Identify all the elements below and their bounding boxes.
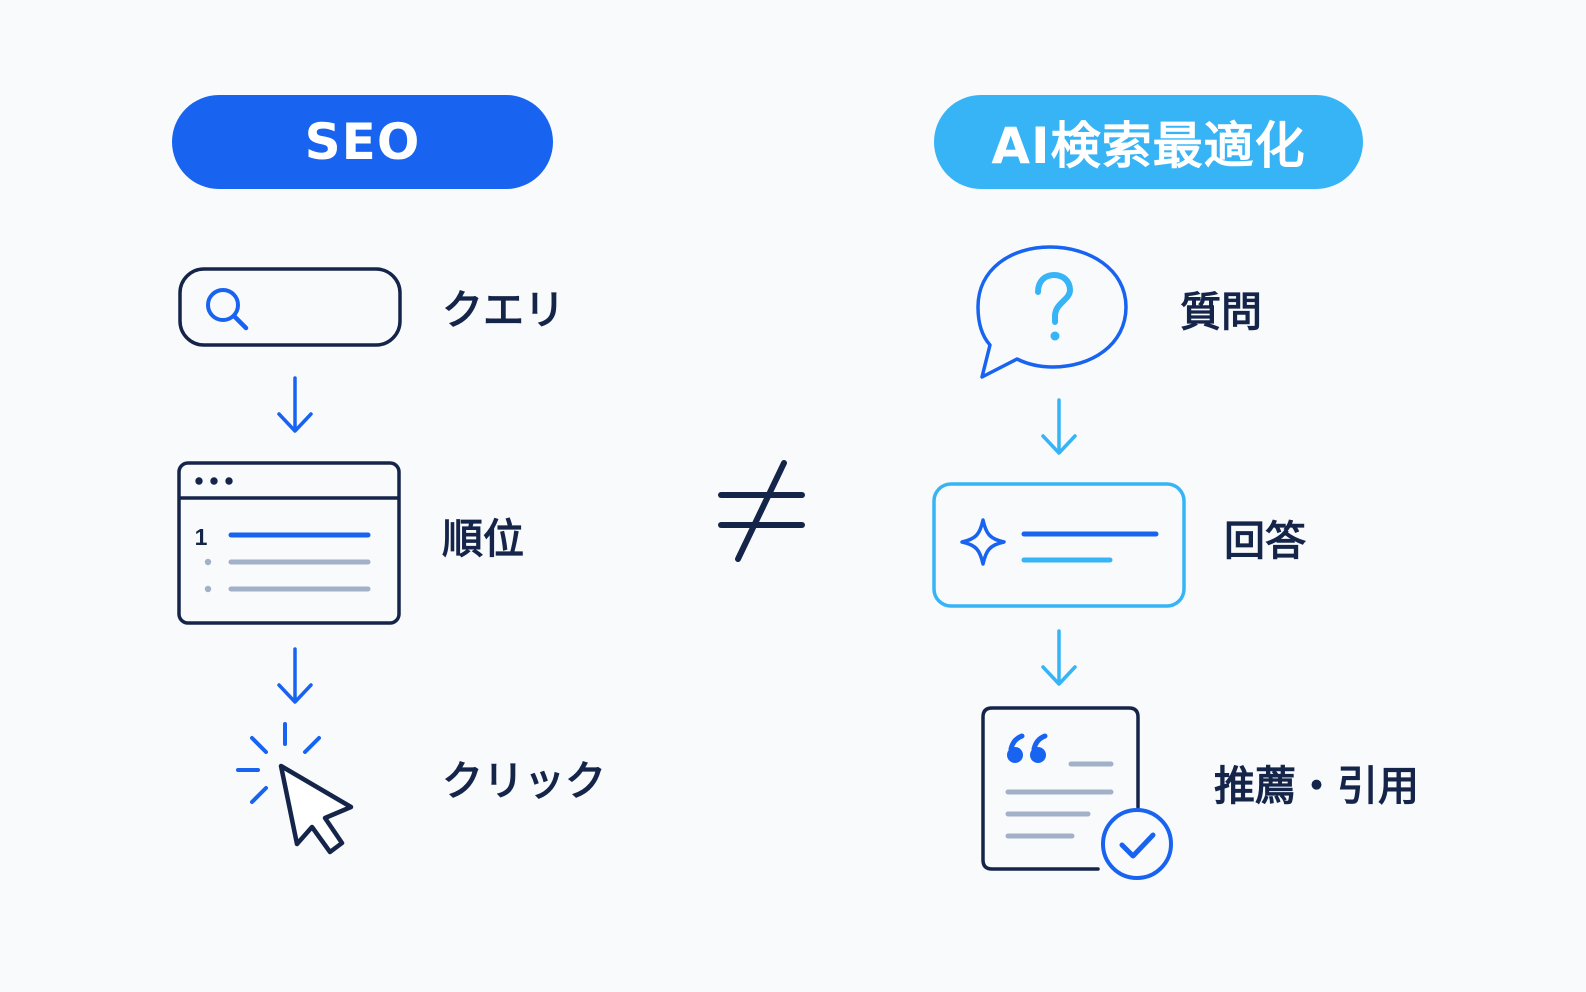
arrow-down-icon xyxy=(275,647,315,707)
cursor-click-icon xyxy=(230,720,370,865)
question-speech-bubble-icon xyxy=(975,244,1135,384)
quote-document-check-icon xyxy=(978,703,1178,885)
step-question-label: 質問 xyxy=(1180,288,1262,336)
ai-search-title: AI検索最適化 xyxy=(991,117,1306,175)
arrow-down-icon xyxy=(275,376,315,436)
ai-search-title-pill: AI検索最適化 xyxy=(934,95,1363,189)
ai-answer-card-icon xyxy=(932,482,1188,610)
arrow-down-icon xyxy=(1039,629,1079,689)
step-click-label: クリック xyxy=(442,757,606,805)
step-query-label: クエリ xyxy=(442,286,565,334)
arrow-down-icon xyxy=(1039,398,1079,458)
step-recommend-cite-label: 推薦・引用 xyxy=(1214,762,1419,810)
step-answer-label: 回答 xyxy=(1224,517,1306,565)
ranked-results-window-icon: 1 xyxy=(177,461,403,627)
step-rank-label: 順位 xyxy=(442,515,524,563)
rank-one-marker: 1 xyxy=(195,524,208,550)
not-equal-symbol xyxy=(716,457,808,567)
search-bar-icon xyxy=(178,267,402,347)
seo-title: SEO xyxy=(304,113,421,171)
seo-title-pill: SEO xyxy=(172,95,553,189)
